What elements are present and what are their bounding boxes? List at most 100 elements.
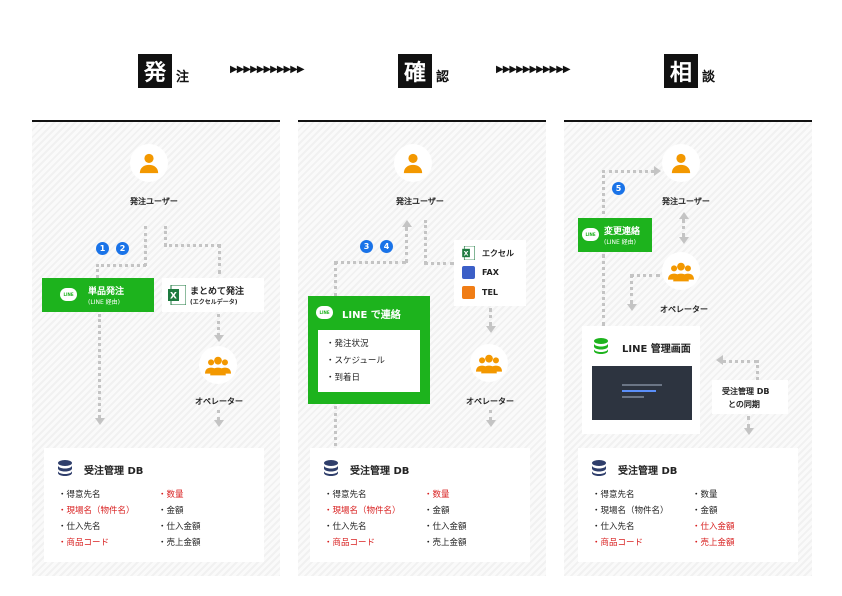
step-order-suffix: 注 (176, 70, 190, 85)
channel-label: エクセル (482, 249, 514, 258)
database-green-icon (594, 338, 608, 354)
db-field: ・仕入先名 (58, 522, 101, 532)
channels-box: X エクセル FAX TEL (454, 240, 526, 306)
user-label: 発注ユーザー (130, 197, 178, 206)
step-order-char: 発 (138, 54, 172, 88)
svg-text:X: X (170, 292, 177, 302)
step-badge-4: 4 (380, 240, 393, 253)
channel-label: FAX (482, 268, 499, 277)
db-field: ・仕入先名 (324, 522, 367, 532)
db-field: ・現場名（物件名） (592, 506, 669, 516)
database-icon (324, 460, 338, 476)
operators-icon (668, 262, 694, 282)
db-field: ・金額 (158, 506, 184, 516)
user-avatar (130, 144, 168, 182)
step-badge-2: 2 (116, 242, 129, 255)
step-arrows: ▶▶▶▶▶▶▶▶▶▶▶ (230, 64, 305, 75)
database-icon (58, 460, 72, 476)
panel-confirm: 発注ユーザー 3 4 X エクセル FAX TEL LINE LINE で連絡 … (298, 120, 546, 576)
person-icon (671, 153, 691, 174)
db-field: ・得意先名 (58, 490, 101, 500)
line-admin-title: LINE 管理画面 (622, 344, 691, 355)
sync-label-1: 受注管理 DB (722, 387, 770, 396)
db-field: ・売上金額 (692, 538, 735, 548)
user-label: 発注ユーザー (662, 197, 710, 206)
admin-screenshot (592, 366, 692, 420)
line-order-sub: (LINE 経由) (88, 299, 120, 306)
step-badge-5: 5 (612, 182, 625, 195)
db-field: ・仕入先名 (592, 522, 635, 532)
sync-label-2: との同期 (728, 400, 760, 409)
order-db-card: 受注管理 DB ・得意先名 ・現場名（物件名） ・仕入先名 ・商品コード ・数量… (310, 448, 530, 562)
db-field: ・仕入金額 (158, 522, 201, 532)
person-icon (139, 153, 159, 174)
sync-box: 受注管理 DB との同期 (712, 380, 788, 414)
db-field: ・商品コード (592, 538, 644, 548)
operators-icon (476, 354, 502, 374)
operator-avatar (662, 252, 700, 290)
panel-order: 発注ユーザー 1 2 LINE 単品発注 (LINE 経由) X まとめて発注 … (32, 120, 280, 576)
line-order-box: LINE 単品発注 (LINE 経由) (42, 278, 154, 312)
db-field: ・商品コード (58, 538, 110, 548)
person-icon (403, 153, 423, 174)
db-field: ・得意先名 (592, 490, 635, 500)
db-field: ・金額 (692, 506, 718, 516)
db-field: ・数量 (158, 490, 184, 500)
order-db-card: 受注管理 DB ・得意先名 ・現場名（物件名） ・仕入先名 ・商品コード ・数量… (578, 448, 798, 562)
line-contact-item: ・スケジュール (326, 356, 385, 366)
excel-order-box: X まとめて発注 (エクセルデータ) (162, 278, 264, 312)
operator-avatar (199, 346, 237, 384)
phone-icon (462, 286, 475, 299)
excel-order-title: まとめて発注 (190, 287, 245, 297)
change-contact-sub: (LINE 経由) (604, 239, 636, 246)
db-field: ・得意先名 (324, 490, 367, 500)
step-badge-3: 3 (360, 240, 373, 253)
db-field: ・現場名（物件名） (324, 506, 401, 516)
db-field: ・仕入金額 (424, 522, 467, 532)
line-contact-title: LINE で連絡 (342, 310, 401, 321)
line-contact-box: LINE LINE で連絡 ・発注状況 ・スケジュール ・到着日 (308, 296, 430, 404)
db-title: 受注管理 DB (618, 466, 678, 477)
excel-order-sub: (エクセルデータ) (190, 299, 238, 306)
step-badge-1: 1 (96, 242, 109, 255)
step-confirm-suffix: 認 (436, 70, 450, 85)
excel-icon: X (462, 246, 475, 260)
change-contact-title: 変更連絡 (604, 227, 641, 237)
database-icon (592, 460, 606, 476)
user-avatar (662, 144, 700, 182)
step-confirm-char: 確 (398, 54, 432, 88)
order-db-card: 受注管理 DB ・得意先名 ・現場名（物件名） ・仕入先名 ・商品コード ・数量… (44, 448, 264, 562)
line-contact-item: ・発注状況 (326, 339, 369, 349)
db-field: ・数量 (692, 490, 718, 500)
operators-icon (205, 356, 231, 376)
operator-label: オペレーター (195, 397, 243, 406)
db-field: ・売上金額 (158, 538, 201, 548)
db-field: ・金額 (424, 506, 450, 516)
fax-icon (462, 266, 475, 279)
db-field: ・現場名（物件名） (58, 506, 135, 516)
change-contact-box: LINE 変更連絡 (LINE 経由) (578, 218, 652, 252)
user-avatar (394, 144, 432, 182)
line-contact-item: ・到着日 (326, 373, 361, 383)
line-contact-list: ・発注状況 ・スケジュール ・到着日 (318, 330, 420, 392)
line-logo-icon: LINE (582, 228, 599, 241)
channel-label: TEL (482, 288, 499, 297)
db-field: ・売上金額 (424, 538, 467, 548)
step-consult-suffix: 談 (702, 70, 716, 85)
step-arrows: ▶▶▶▶▶▶▶▶▶▶▶ (496, 64, 571, 75)
step-consult-char: 相 (664, 54, 698, 88)
user-label: 発注ユーザー (396, 197, 444, 206)
line-order-title: 単品発注 (88, 287, 125, 297)
db-field: ・仕入金額 (692, 522, 735, 532)
svg-text:X: X (464, 250, 469, 257)
excel-icon: X (168, 285, 186, 305)
db-title: 受注管理 DB (350, 466, 410, 477)
operator-label: オペレーター (466, 397, 514, 406)
panel-consult: 発注ユーザー 5 LINE 変更連絡 (LINE 経由) オペレーター LINE… (564, 120, 812, 576)
db-field: ・商品コード (324, 538, 376, 548)
db-title: 受注管理 DB (84, 466, 144, 477)
line-logo-icon: LINE (60, 288, 77, 301)
db-field: ・数量 (424, 490, 450, 500)
operator-label: オペレーター (660, 305, 708, 314)
operator-avatar (470, 344, 508, 382)
